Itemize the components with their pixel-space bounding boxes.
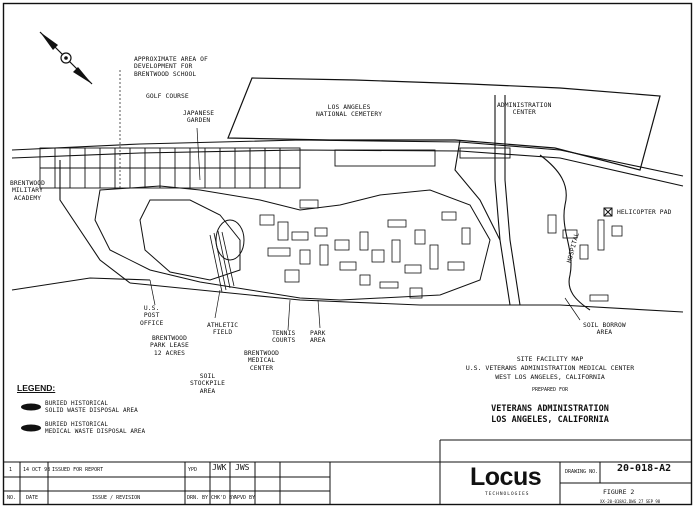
map-title-line2: U.S. VETERANS ADMINISTRATION MEDICAL CEN… <box>465 364 635 372</box>
file-reference: XX-20-018A2.DWG 27 SEP 98 <box>600 499 661 504</box>
col-chkd: CHK'D BY <box>211 495 236 501</box>
north-arrow-icon <box>39 31 93 85</box>
soil-stockpile-hatch <box>209 230 235 293</box>
col-issue: ISSUE / REVISION <box>92 495 141 501</box>
hospital-road <box>539 154 591 311</box>
rev-issue: ISSUED FOR REPORT <box>52 467 104 473</box>
rev-no: 1 <box>9 467 13 473</box>
locus-logo: Locus <box>470 463 542 491</box>
buildings <box>259 199 623 302</box>
label-tennis-courts: TENNIS COURTS <box>272 330 296 345</box>
col-apvd: APVD BY <box>234 495 256 501</box>
legend-item-medical-waste: BURIED HISTORICAL MEDICAL WASTE DISPOSAL… <box>45 421 146 436</box>
rev-date: 14 OCT 98 <box>23 467 51 473</box>
label-athletic-field: ATHLETIC FIELD <box>207 322 239 337</box>
chk-initial: JWK <box>212 463 227 472</box>
label-la-cemetery: LOS ANGELES NATIONAL CEMETERY <box>316 104 383 119</box>
legend-item-solid-waste: BURIED HISTORICAL SOLID WASTE DISPOSAL A… <box>45 400 138 415</box>
prepared-for: PREPARED FOR <box>531 387 569 393</box>
label-park-lease: BRENTWOOD PARK LEASE 12 ACRES <box>150 335 189 357</box>
col-date: DATE <box>26 495 39 501</box>
drn-initial: YPD <box>188 467 198 473</box>
figure-number: FIGURE 2 <box>603 488 635 496</box>
title-block-frame <box>4 439 691 505</box>
col-no: NO. <box>7 495 17 501</box>
client-location: LOS ANGELES, CALIFORNIA <box>491 415 609 425</box>
label-helicopter-pad: HELICOPTER PAD <box>617 209 672 216</box>
label-golf-course: GOLF COURSE <box>146 93 189 100</box>
golf-course-parcels <box>39 147 511 189</box>
leader-lines <box>119 70 581 331</box>
label-post-office: U.S. POST OFFICE <box>140 305 164 327</box>
drawing-no: 20-018-A2 <box>617 463 672 474</box>
label-administration-center: ADMINISTRATION CENTER <box>497 102 552 117</box>
label-park-area: PARK AREA <box>310 330 326 345</box>
label-soil-stockpile: SOIL STOCKPILE AREA <box>190 373 226 395</box>
cemetery-boundary <box>227 77 661 171</box>
label-soil-borrow: SOIL BORROW AREA <box>583 322 626 337</box>
helicopter-pad-icon <box>603 207 613 217</box>
label-military-academy: BRENTWOOD MILITARY ACADEMY <box>10 180 46 202</box>
locus-logo-sub: TECHNOLOGIES <box>485 492 530 497</box>
client-name: VETERANS ADMINISTRATION <box>491 404 609 414</box>
label-approx-area: APPROXIMATE AREA OF DEVELOPMENT FOR BREN… <box>134 56 208 78</box>
map-title-line1: SITE FACILITY MAP <box>516 355 584 363</box>
apvd-initial: JWS <box>235 463 250 472</box>
label-japanese-garden: JAPANESE GARDEN <box>183 110 215 125</box>
legend-swatches <box>21 403 41 432</box>
map-title-line3: WEST LOS ANGELES, CALIFORNIA <box>495 373 605 381</box>
campus-outline <box>94 185 491 301</box>
roads <box>11 95 684 313</box>
drawing-no-label: DRAWING NO. <box>565 469 599 475</box>
legend-title: LEGEND: <box>17 383 56 393</box>
label-medical-center: BRENTWOOD MEDICAL CENTER <box>244 350 280 372</box>
col-drn: DRN. BY <box>187 495 209 501</box>
